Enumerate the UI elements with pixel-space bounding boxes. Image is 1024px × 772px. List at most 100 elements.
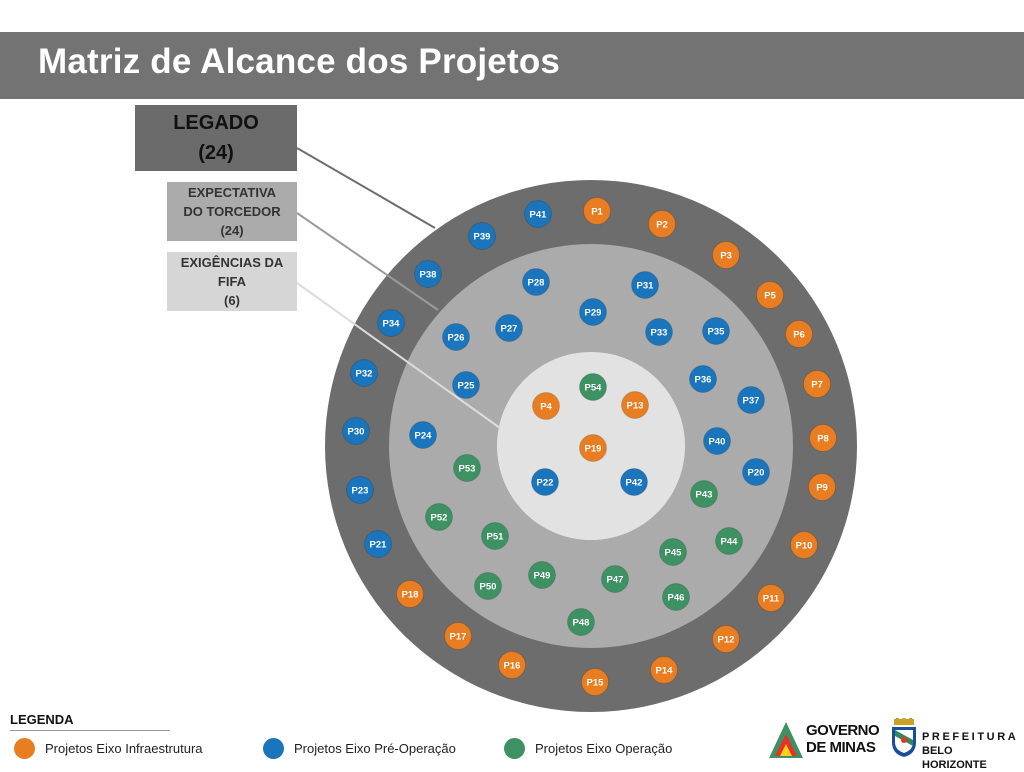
project-dot-p14 [650,656,678,684]
project-node-p52: P52 [425,503,453,531]
project-label-p53: P53 [459,464,476,475]
project-dot-p48 [567,608,595,636]
project-node-p2: P2 [648,210,676,238]
legend-dot-operacao [504,738,525,759]
leader-lines [296,147,501,429]
project-label-p45: P45 [665,548,683,559]
project-node-p12: P12 [712,625,740,653]
label-expectativa: EXPECTATIVA DO TORCEDOR (24) [167,182,297,241]
legend-dot-pre-operacao [263,738,284,759]
project-node-p45: P45 [659,538,687,566]
project-node-p3: P3 [712,241,740,269]
project-dot-p16 [498,651,526,679]
project-label-p40: P40 [709,437,726,448]
project-label-p24: P24 [415,431,433,442]
label-expectativa-line-3: (24) [220,223,244,238]
project-node-p16: P16 [498,651,526,679]
project-label-p31: P31 [637,281,655,292]
project-dot-p5 [756,281,784,309]
project-dot-p32 [350,359,378,387]
project-node-p13: P13 [621,391,649,419]
project-label-p36: P36 [695,375,712,386]
project-dot-p26 [442,323,470,351]
governo-wordmark: GOVERNO DE MINAS [806,722,880,756]
governo-triangle-icon [769,722,803,758]
label-legado: LEGADO (24) [135,105,297,171]
project-node-p6: P6 [785,320,813,348]
project-label-p54: P54 [585,383,603,394]
project-dot-p17 [444,622,472,650]
label-expectativa-line-1: EXPECTATIVA [187,185,277,200]
project-dot-p47 [601,565,629,593]
project-dot-p43 [690,480,718,508]
project-dot-p2 [648,210,676,238]
project-node-p11: P11 [757,584,785,612]
project-label-p39: P39 [474,232,491,243]
project-label-p34: P34 [383,319,401,330]
project-node-p15: P15 [581,668,609,696]
project-dot-p39 [468,222,496,250]
project-label-p25: P25 [458,381,476,392]
project-dot-p28 [522,268,550,296]
project-node-p46: P46 [662,583,690,611]
coat-of-arms-icon [892,718,916,757]
project-node-p38: P38 [414,260,442,288]
project-dot-p41 [524,200,552,228]
legend-dot-infraestrutura [14,738,35,759]
project-node-p37: P37 [737,386,765,414]
project-node-p18: P18 [396,580,424,608]
project-dot-p46 [662,583,690,611]
project-node-p30: P30 [342,417,370,445]
project-dot-p24 [409,421,437,449]
project-node-p7: P7 [803,370,831,398]
project-node-p50: P50 [474,572,502,600]
project-label-p27: P27 [501,324,518,335]
legend-label-pre-operacao: Projetos Eixo Pré-Operação [294,741,456,756]
project-dot-p11 [757,584,785,612]
governo-line-2: DE MINAS [806,739,876,756]
project-node-p41: P41 [524,200,552,228]
project-node-p35: P35 [702,317,730,345]
project-node-p49: P49 [528,561,556,589]
project-dot-p37 [737,386,765,414]
project-node-p24: P24 [409,421,437,449]
project-node-p28: P28 [522,268,550,296]
leader-line-legado [296,147,436,229]
project-dot-p36 [689,365,717,393]
project-dot-p21 [364,530,392,558]
project-label-p44: P44 [721,537,739,548]
project-label-p17: P17 [450,632,467,643]
project-dot-p13 [621,391,649,419]
project-node-p29: P29 [579,298,607,326]
project-node-p22: P22 [531,468,559,496]
project-label-p20: P20 [748,468,765,479]
project-node-p32: P32 [350,359,378,387]
project-label-p38: P38 [420,270,437,281]
project-dot-p51 [481,522,509,550]
project-node-p14: P14 [650,656,678,684]
project-node-p5: P5 [756,281,784,309]
project-node-p44: P44 [715,527,743,555]
project-node-p17: P17 [444,622,472,650]
project-dot-p19 [579,434,607,462]
project-label-p30: P30 [348,427,365,438]
project-dot-p29 [579,298,607,326]
project-dot-p18 [396,580,424,608]
project-dot-p1 [583,197,611,225]
project-label-p48: P48 [573,618,590,629]
project-node-p27: P27 [495,314,523,342]
project-dot-p6 [785,320,813,348]
project-label-p49: P49 [534,571,551,582]
project-label-p19: P19 [585,444,602,455]
project-dot-p34 [377,309,405,337]
project-label-p47: P47 [607,575,624,586]
project-dot-p20 [742,458,770,486]
project-dot-p50 [474,572,502,600]
governo-de-minas-logo: GOVERNO DE MINAS [768,720,880,760]
project-node-p48: P48 [567,608,595,636]
project-label-p33: P33 [651,328,668,339]
project-node-p4: P4 [532,392,560,420]
project-label-p32: P32 [356,369,373,380]
project-label-p16: P16 [504,661,521,672]
